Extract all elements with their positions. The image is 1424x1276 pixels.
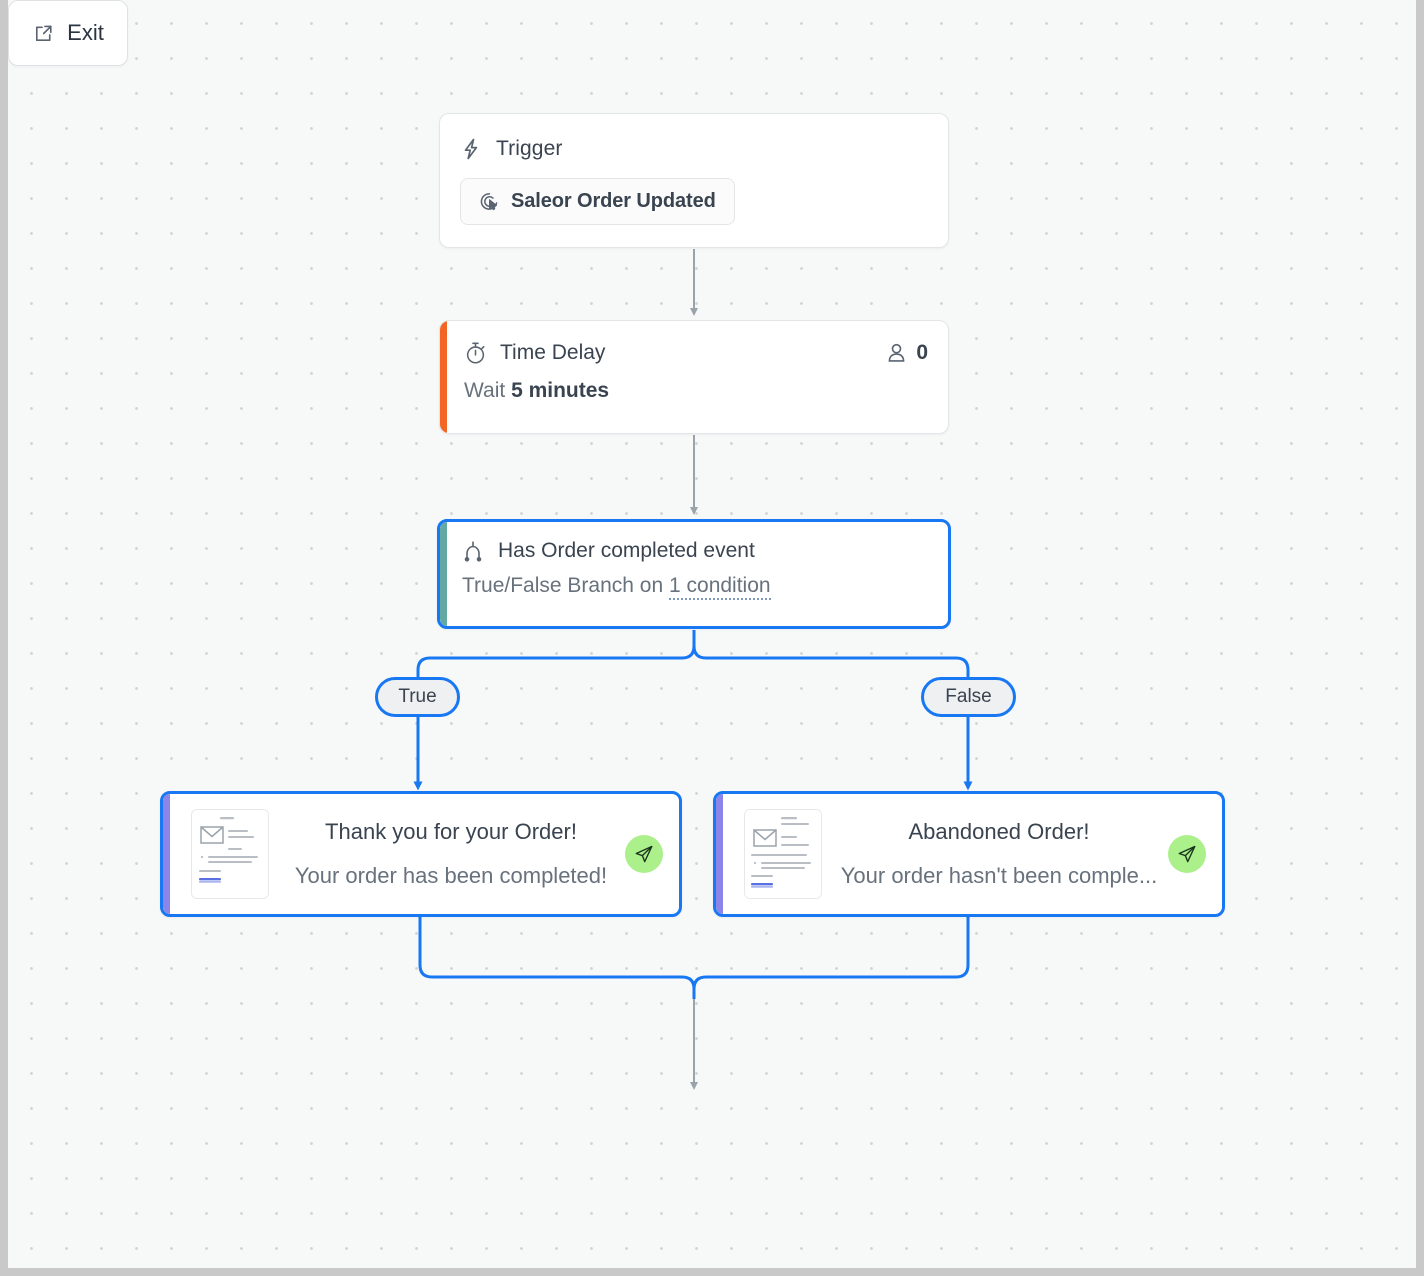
saleor-click-icon xyxy=(479,191,500,212)
contact-count: 0 xyxy=(886,341,928,365)
edge-split-left xyxy=(416,645,696,677)
send-paper-plane-icon xyxy=(625,835,663,873)
email-true-subject: Thank you for your Order! xyxy=(325,819,577,844)
condition-subtitle-prefix: True/False Branch on xyxy=(462,574,669,597)
edge-merge-left xyxy=(418,917,696,999)
delay-accent-bar xyxy=(440,321,447,433)
edge-merge-right xyxy=(692,917,970,999)
email-node-true[interactable]: Thank you for your Order! Your order has… xyxy=(160,791,682,917)
time-delay-subtitle: Wait 5 minutes xyxy=(464,379,928,403)
trigger-node[interactable]: Trigger Saleor Order Updated xyxy=(439,113,949,248)
condition-title: Has Order completed event xyxy=(498,539,755,562)
wait-prefix: Wait xyxy=(464,379,512,402)
condition-count-link[interactable]: 1 condition xyxy=(669,574,771,600)
person-icon xyxy=(886,342,907,364)
branch-split-icon xyxy=(462,540,484,562)
exit-label: Exit xyxy=(67,20,104,45)
trigger-source-label: Saleor Order Updated xyxy=(511,190,716,212)
time-delay-node[interactable]: Time Delay 0 Wait 5 minutes xyxy=(439,320,949,434)
email-true-preview: Your order has been completed! xyxy=(294,863,608,888)
condition-subtitle: True/False Branch on 1 condition xyxy=(462,574,928,600)
trigger-title: Trigger xyxy=(496,137,563,160)
branch-label-true[interactable]: True xyxy=(375,677,460,717)
email-true-accent-bar xyxy=(163,794,170,914)
trigger-header: Trigger xyxy=(460,132,928,166)
contact-count-value: 0 xyxy=(916,341,928,364)
email-node-false[interactable]: Abandoned Order! Your order hasn't been … xyxy=(713,791,1225,917)
time-delay-title: Time Delay xyxy=(500,341,606,364)
stopwatch-icon xyxy=(464,341,487,365)
send-paper-plane-icon xyxy=(1168,835,1206,873)
email-false-preview: Your order hasn't been comple... xyxy=(840,863,1158,888)
exit-node[interactable]: Exit xyxy=(8,0,128,66)
branch-label-true-text: True xyxy=(398,686,437,707)
wait-duration: 5 minutes xyxy=(511,379,610,402)
branch-label-false-text: False xyxy=(945,686,992,707)
email-false-subject: Abandoned Order! xyxy=(908,819,1090,844)
external-link-icon xyxy=(32,22,55,45)
edge-split-right xyxy=(692,645,970,677)
trigger-source-chip[interactable]: Saleor Order Updated xyxy=(460,178,735,225)
lightning-bolt-icon xyxy=(460,137,482,161)
condition-node[interactable]: Has Order completed event True/False Bra… xyxy=(437,519,951,629)
email-true-thumbnail xyxy=(191,809,269,899)
email-false-thumbnail xyxy=(744,809,822,899)
branch-label-false[interactable]: False xyxy=(921,677,1016,717)
email-false-accent-bar xyxy=(716,794,723,914)
condition-accent-bar xyxy=(440,522,447,626)
